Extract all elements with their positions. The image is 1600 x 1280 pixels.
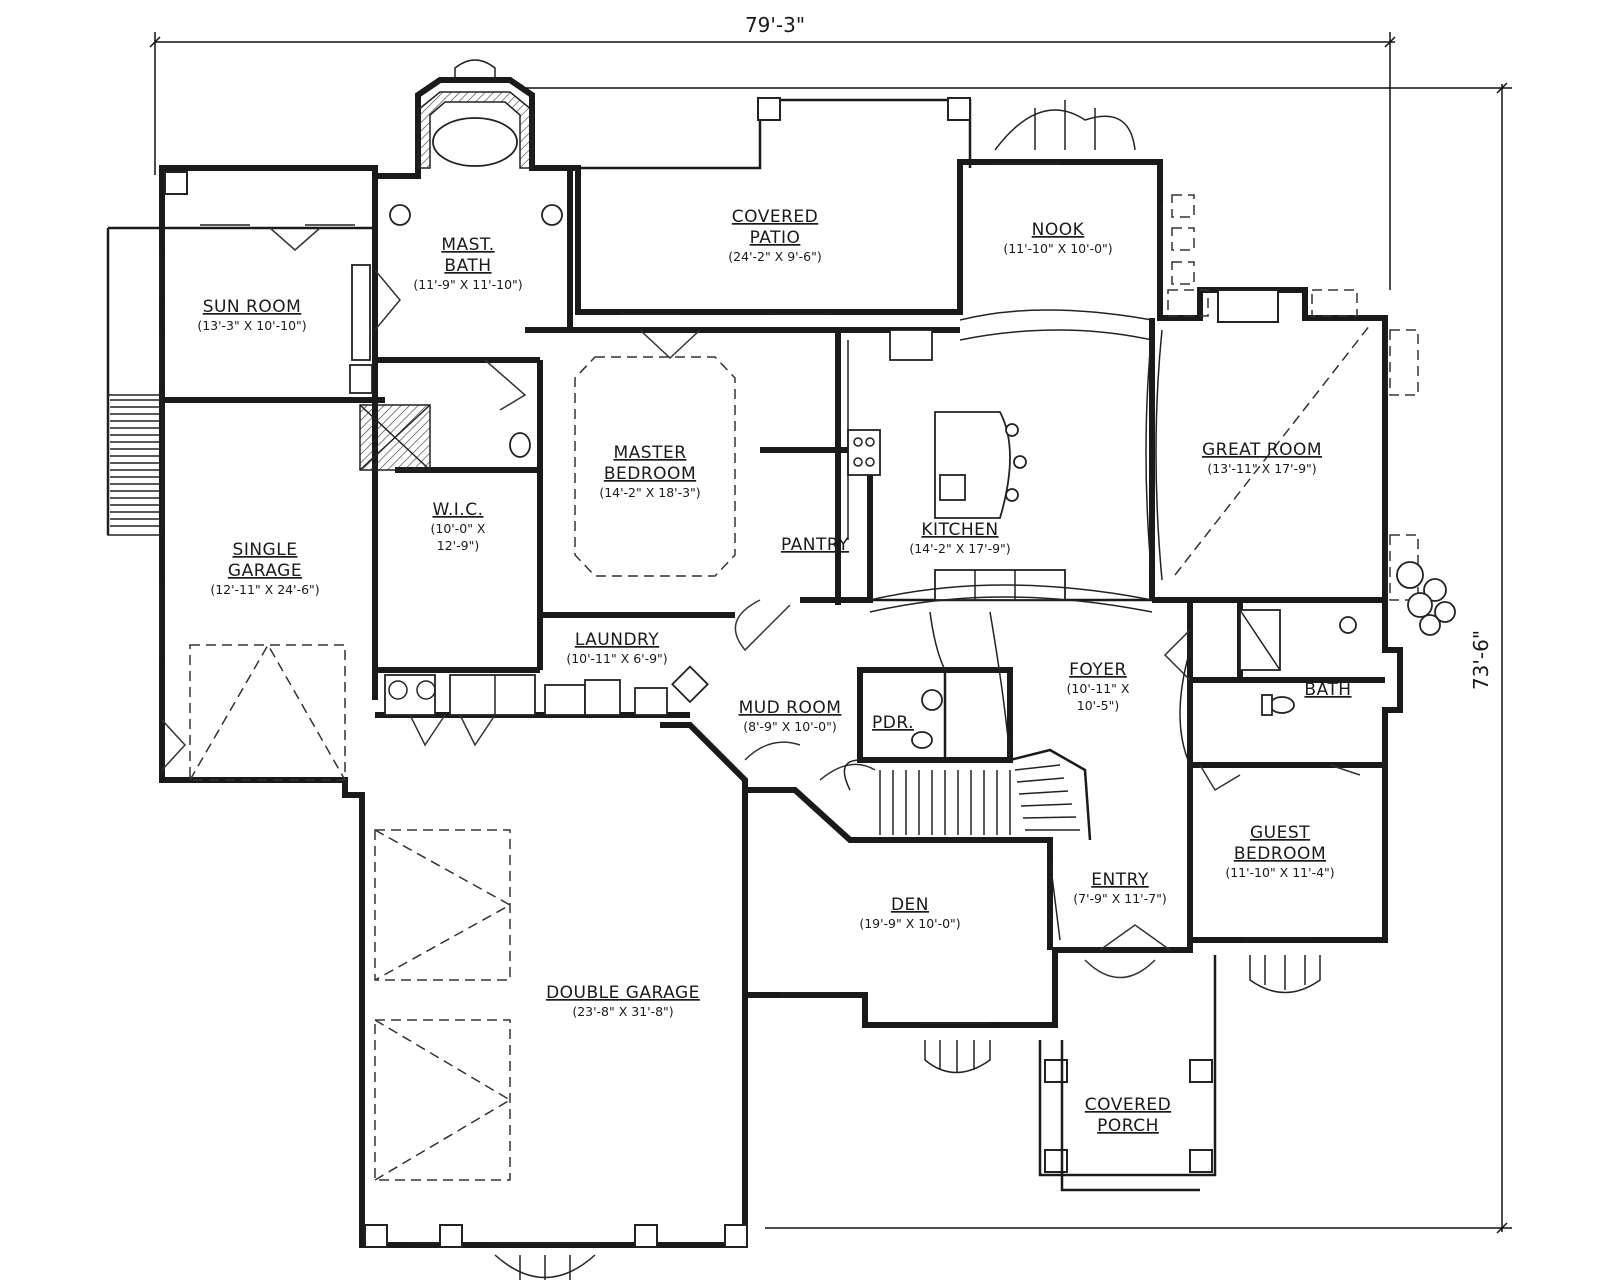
room-size: (7'-9" X 11'-7")	[1073, 891, 1166, 906]
room-name: BEDROOM	[1234, 844, 1326, 864]
kitchen-island	[934, 411, 1011, 519]
room-name: BEDROOM	[604, 464, 696, 484]
covered-porch	[1038, 955, 1217, 1192]
room-size: (11'-9" X 11'-10")	[413, 277, 522, 292]
room-label-wic: W.I.C.(10'-0" X 12'-9")	[431, 500, 486, 553]
room-label-den: DEN(19'-9" X 10'-0")	[859, 895, 960, 931]
room-label-nook: NOOK(11'-10" X 10'-0")	[1003, 220, 1112, 256]
room-name: DEN	[891, 895, 929, 915]
room-size: (23'-8" X 31'-8")	[572, 1004, 673, 1019]
depth-label: 73'-6"	[1469, 630, 1493, 690]
garage-doors	[189, 324, 1371, 1181]
room-size: (14'-2" X 17'-9")	[909, 541, 1010, 556]
room-name: BATH	[444, 256, 491, 276]
stair-tread	[1014, 764, 1061, 771]
boulders-icon	[1396, 561, 1456, 636]
room-name: LAUNDRY	[575, 630, 659, 650]
room-label-double-garage: DOUBLE GARAGE(23'-8" X 31'-8")	[546, 983, 700, 1019]
room-label-pdr: PDR.	[872, 713, 914, 733]
room-name: PDR.	[872, 713, 914, 733]
stair-tread	[1022, 816, 1077, 819]
exterior-details	[1167, 194, 1456, 636]
room-name: PATIO	[750, 228, 801, 248]
room-size: 12'-9")	[437, 538, 479, 553]
room-name: GUEST	[1250, 823, 1310, 843]
room-size: (10'-11" X 6'-9")	[566, 651, 667, 666]
room-name: DOUBLE GARAGE	[546, 983, 700, 1003]
room-name: COVERED	[732, 207, 818, 227]
room-name: MUD ROOM	[739, 698, 842, 718]
tub-bay	[417, 59, 533, 169]
room-size: (8'-9" X 10'-0")	[743, 719, 836, 734]
room-size: (11'-10" X 10'-0")	[1003, 241, 1112, 256]
windows	[159, 163, 1388, 1244]
room-name: SINGLE	[233, 540, 298, 560]
stair-tread	[1016, 777, 1065, 783]
room-size: (10'-11" X	[1067, 681, 1130, 696]
room-name: FOYER	[1069, 660, 1127, 680]
room-name: MASTER	[613, 443, 686, 463]
room-name: PORCH	[1097, 1116, 1159, 1136]
room-label-foyer: FOYER(10'-11" X 10'-5")	[1067, 660, 1130, 713]
bathtub	[432, 117, 518, 167]
room-label-entry: ENTRY(7'-9" X 11'-7")	[1073, 870, 1166, 906]
room-size: (24'-2" X 9'-6")	[728, 249, 821, 264]
room-size: (13'-11" X 17'-9")	[1207, 461, 1316, 476]
room-name: KITCHEN	[921, 520, 998, 540]
room-label-mud-room: MUD ROOM(8'-9" X 10'-0")	[739, 698, 842, 734]
interior-stairs	[843, 748, 1092, 841]
room-size: (12'-11" X 24'-6")	[210, 582, 319, 597]
room-label-laundry: LAUNDRY(10'-11" X 6'-9")	[566, 630, 667, 666]
room-label-mast-bath: MAST.BATH(11'-9" X 11'-10")	[413, 235, 522, 292]
room-name: COVERED	[1085, 1095, 1171, 1115]
room-name: GREAT ROOM	[1202, 440, 1322, 460]
room-name: ENTRY	[1091, 870, 1149, 890]
laundry-fixtures	[384, 665, 709, 716]
bay-windows	[494, 100, 1321, 1280]
stair-tread	[1018, 790, 1069, 795]
room-size: (19'-9" X 10'-0")	[859, 916, 960, 931]
room-size: (14'-2" X 18'-3")	[599, 485, 700, 500]
room-name: PANTRY	[781, 535, 849, 555]
room-name: NOOK	[1032, 220, 1085, 240]
room-name: SUN ROOM	[203, 297, 302, 317]
exterior-stairs	[107, 394, 163, 536]
columns	[164, 97, 1279, 1248]
bath-fixtures	[349, 204, 1357, 749]
room-name: MAST.	[441, 235, 494, 255]
kitchen-fixtures	[847, 329, 1066, 601]
room-name: GARAGE	[228, 561, 302, 581]
room-label-pantry: PANTRY	[781, 535, 849, 555]
cooktop	[847, 429, 881, 476]
room-name: W.I.C.	[433, 500, 484, 520]
room-label-kitchen: KITCHEN(14'-2" X 17'-9")	[909, 520, 1010, 556]
room-labels: MAST.BATH(11'-9" X 11'-10")COVEREDPATIO(…	[197, 207, 1351, 1136]
room-size: (11'-10" X 11'-4")	[1225, 865, 1334, 880]
room-label-bath: BATH	[1304, 680, 1351, 700]
width-label: 79'-3"	[745, 13, 805, 37]
door-swings	[161, 227, 1361, 979]
room-size: 10'-5")	[1077, 698, 1119, 713]
room-size: (10'-0" X	[431, 521, 486, 536]
room-label-sun-room: SUN ROOM(13'-3" X 10'-10")	[197, 297, 306, 333]
stair-tread	[1020, 803, 1073, 807]
width-dimension: 79'-3"	[149, 13, 1396, 290]
kitchen-sink	[889, 329, 933, 361]
depth-dimension: 73'-6"	[520, 82, 1512, 1234]
room-label-great-room: GREAT ROOM(13'-11" X 17'-9")	[1202, 440, 1322, 476]
interior-walls	[162, 168, 1385, 995]
room-size: (13'-3" X 10'-10")	[197, 318, 306, 333]
room-name: BATH	[1304, 680, 1351, 700]
